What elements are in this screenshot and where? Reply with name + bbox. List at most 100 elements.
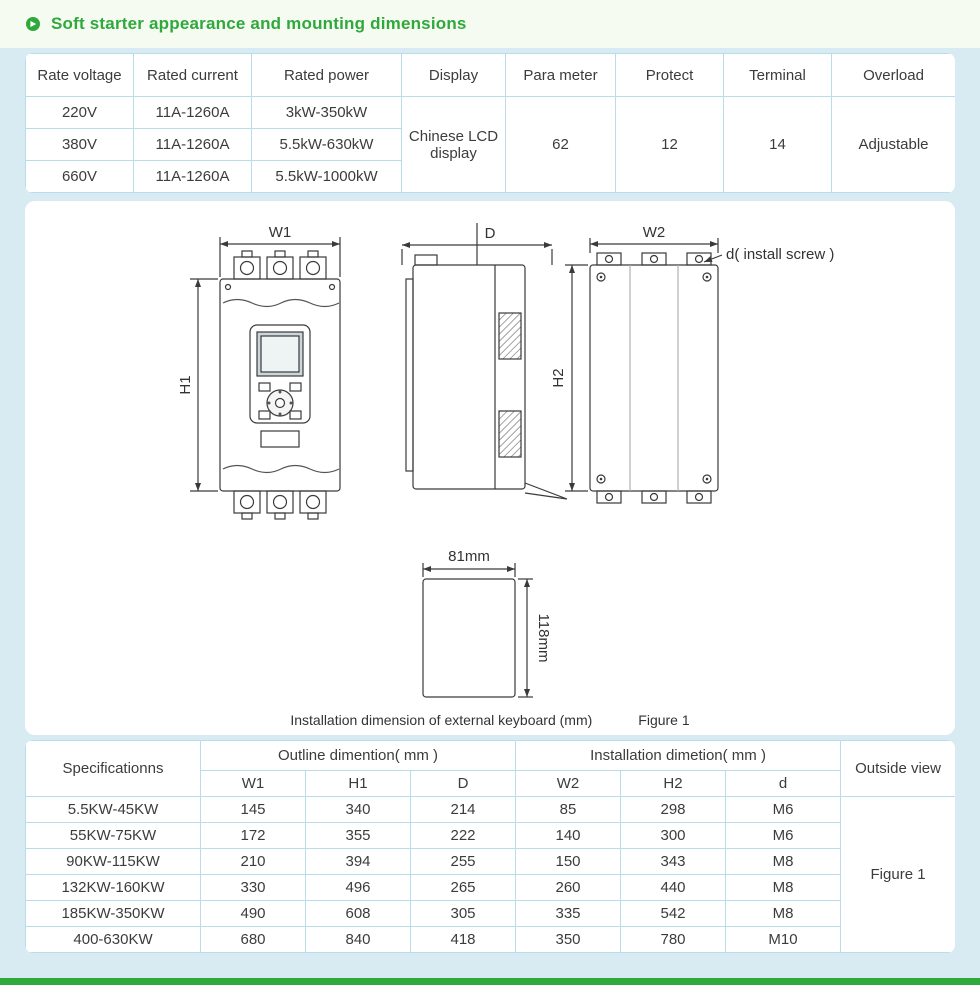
cell-w2: 85 xyxy=(515,796,622,823)
cell-screw: M8 xyxy=(725,900,842,927)
cell-w2: 335 xyxy=(515,900,622,927)
cell-terminal: 14 xyxy=(723,96,832,193)
cell-power: 3kW-350kW xyxy=(251,96,402,129)
cell-power: 5.5kW-1000kW xyxy=(251,160,402,193)
table-row: 5.5KW-45KW 145 340 214 85 298 M6 Figure … xyxy=(25,796,955,953)
col-header-screw: d xyxy=(725,770,842,797)
figure-number: Figure 1 xyxy=(638,712,690,728)
col-header-protect: Protect xyxy=(615,53,724,97)
figure-caption: Installation dimension of external keybo… xyxy=(290,712,593,728)
dim-label-h2: H2 xyxy=(550,368,567,387)
cell-w2: 350 xyxy=(515,926,622,953)
cell-spec: 132KW-160KW xyxy=(25,874,201,901)
keyboard-view xyxy=(422,563,533,698)
title-bullet-icon xyxy=(26,17,40,31)
cell-h1: 608 xyxy=(305,900,411,927)
col-header-terminal: Terminal xyxy=(723,53,832,97)
cell-d: 222 xyxy=(409,822,517,849)
keyboard-width-label: 81mm xyxy=(448,548,490,565)
col-header-rated-current: Rated current xyxy=(133,53,252,97)
mounting-diagram: W1 H1 D xyxy=(177,223,834,698)
col-header-h2: H2 xyxy=(620,770,727,797)
front-view xyxy=(190,237,341,520)
cell-parameter: 62 xyxy=(505,96,616,193)
table-row: 55KW-75KW 172 355 222 140 300 M6 xyxy=(25,822,956,849)
cell-w1: 330 xyxy=(200,874,306,901)
col-header-overload: Overload xyxy=(831,53,955,97)
col-header-installation: Installation dimetion( mm ) xyxy=(515,740,842,771)
front-keypad xyxy=(249,324,311,448)
dimension-table: Specificationns Outline dimention( mm ) … xyxy=(25,740,955,953)
col-header-rate-voltage: Rate voltage xyxy=(25,53,134,97)
cell-h2: 440 xyxy=(620,874,727,901)
cell-protect: 12 xyxy=(615,96,724,193)
cell-voltage: 660V xyxy=(25,160,134,193)
cell-h1: 355 xyxy=(305,822,411,849)
table-row: 380V 11A-1260A 5.5kW-630kW xyxy=(25,128,956,161)
front-bottom-terminals xyxy=(233,490,327,520)
cell-d: 418 xyxy=(409,926,517,953)
col-header-rated-power: Rated power xyxy=(251,53,402,97)
table-row: 90KW-115KW 210 394 255 150 343 M8 xyxy=(25,848,956,875)
cell-h2: 298 xyxy=(620,796,727,823)
install-screw-label: d( install screw ) xyxy=(726,246,834,263)
cell-h1: 496 xyxy=(305,874,411,901)
table-row: 132KW-160KW 330 496 265 260 440 M8 xyxy=(25,874,956,901)
table-row: 185KW-350KW 490 608 305 335 542 M8 xyxy=(25,900,956,927)
cell-spec: 400-630KW xyxy=(25,926,201,953)
cell-power: 5.5kW-630kW xyxy=(251,128,402,161)
keyboard-height-label: 118mm xyxy=(535,614,552,663)
dim-label-w2: W2 xyxy=(643,224,666,241)
cell-d: 305 xyxy=(409,900,517,927)
cell-d: 214 xyxy=(409,796,517,823)
dimension-table-header-row: Specificationns Outline dimention( mm ) … xyxy=(25,740,955,797)
cell-h2: 343 xyxy=(620,848,727,875)
cell-spec: 90KW-115KW xyxy=(25,848,201,875)
cell-current: 11A-1260A xyxy=(133,128,252,161)
cell-w1: 210 xyxy=(200,848,306,875)
cell-overload: Adjustable xyxy=(831,96,955,193)
col-header-outline: Outline dimention( mm ) xyxy=(199,740,517,771)
col-header-display: Display xyxy=(401,53,506,97)
cell-spec: 185KW-350KW xyxy=(25,900,201,927)
col-header-w2: W2 xyxy=(515,770,622,797)
cell-w2: 260 xyxy=(515,874,622,901)
table-row: 220V 11A-1260A 3kW-350kW Chinese LCD dis… xyxy=(25,96,955,193)
spec-table-header-row: Rate voltage Rated current Rated power D… xyxy=(25,53,955,97)
cell-screw: M8 xyxy=(725,874,842,901)
dim-label-w1: W1 xyxy=(269,224,292,241)
cell-d: 255 xyxy=(409,848,517,875)
cell-w1: 145 xyxy=(200,796,306,823)
cell-spec: 55KW-75KW xyxy=(25,822,201,849)
back-view xyxy=(565,238,723,504)
col-header-h1: H1 xyxy=(305,770,411,797)
col-header-d: D xyxy=(409,770,517,797)
figure-caption-row: Installation dimension of external keybo… xyxy=(25,705,955,735)
page-title: Soft starter appearance and mounting dim… xyxy=(51,14,467,33)
col-header-w1: W1 xyxy=(200,770,306,797)
cell-h1: 340 xyxy=(305,796,411,823)
col-header-outside-view: Outside view xyxy=(840,740,955,797)
cell-w1: 680 xyxy=(200,926,306,953)
cell-w1: 172 xyxy=(200,822,306,849)
dim-label-h1: H1 xyxy=(177,375,194,394)
cell-outside-view: Figure 1 xyxy=(840,796,955,953)
dimension-table-wrapper: Specificationns Outline dimention( mm ) … xyxy=(25,740,955,953)
table-row: 400-630KW 680 840 418 350 780 M10 xyxy=(25,926,956,953)
cell-screw: M6 xyxy=(725,822,842,849)
cell-h1: 840 xyxy=(305,926,411,953)
cell-w2: 150 xyxy=(515,848,622,875)
front-top-terminals xyxy=(233,250,327,280)
cell-h2: 780 xyxy=(620,926,727,953)
cell-w2: 140 xyxy=(515,822,622,849)
diagram-panel: W1 H1 D xyxy=(25,201,955,735)
cell-voltage: 380V xyxy=(25,128,134,161)
cell-current: 11A-1260A xyxy=(133,160,252,193)
cell-screw: M10 xyxy=(725,926,842,953)
cell-screw: M6 xyxy=(725,796,842,823)
dim-label-d: D xyxy=(485,225,496,242)
col-header-parameter: Para meter xyxy=(505,53,616,97)
cell-h2: 300 xyxy=(620,822,727,849)
spec-table-wrapper: Rate voltage Rated current Rated power D… xyxy=(25,53,955,193)
cell-spec: 5.5KW-45KW xyxy=(25,796,201,823)
